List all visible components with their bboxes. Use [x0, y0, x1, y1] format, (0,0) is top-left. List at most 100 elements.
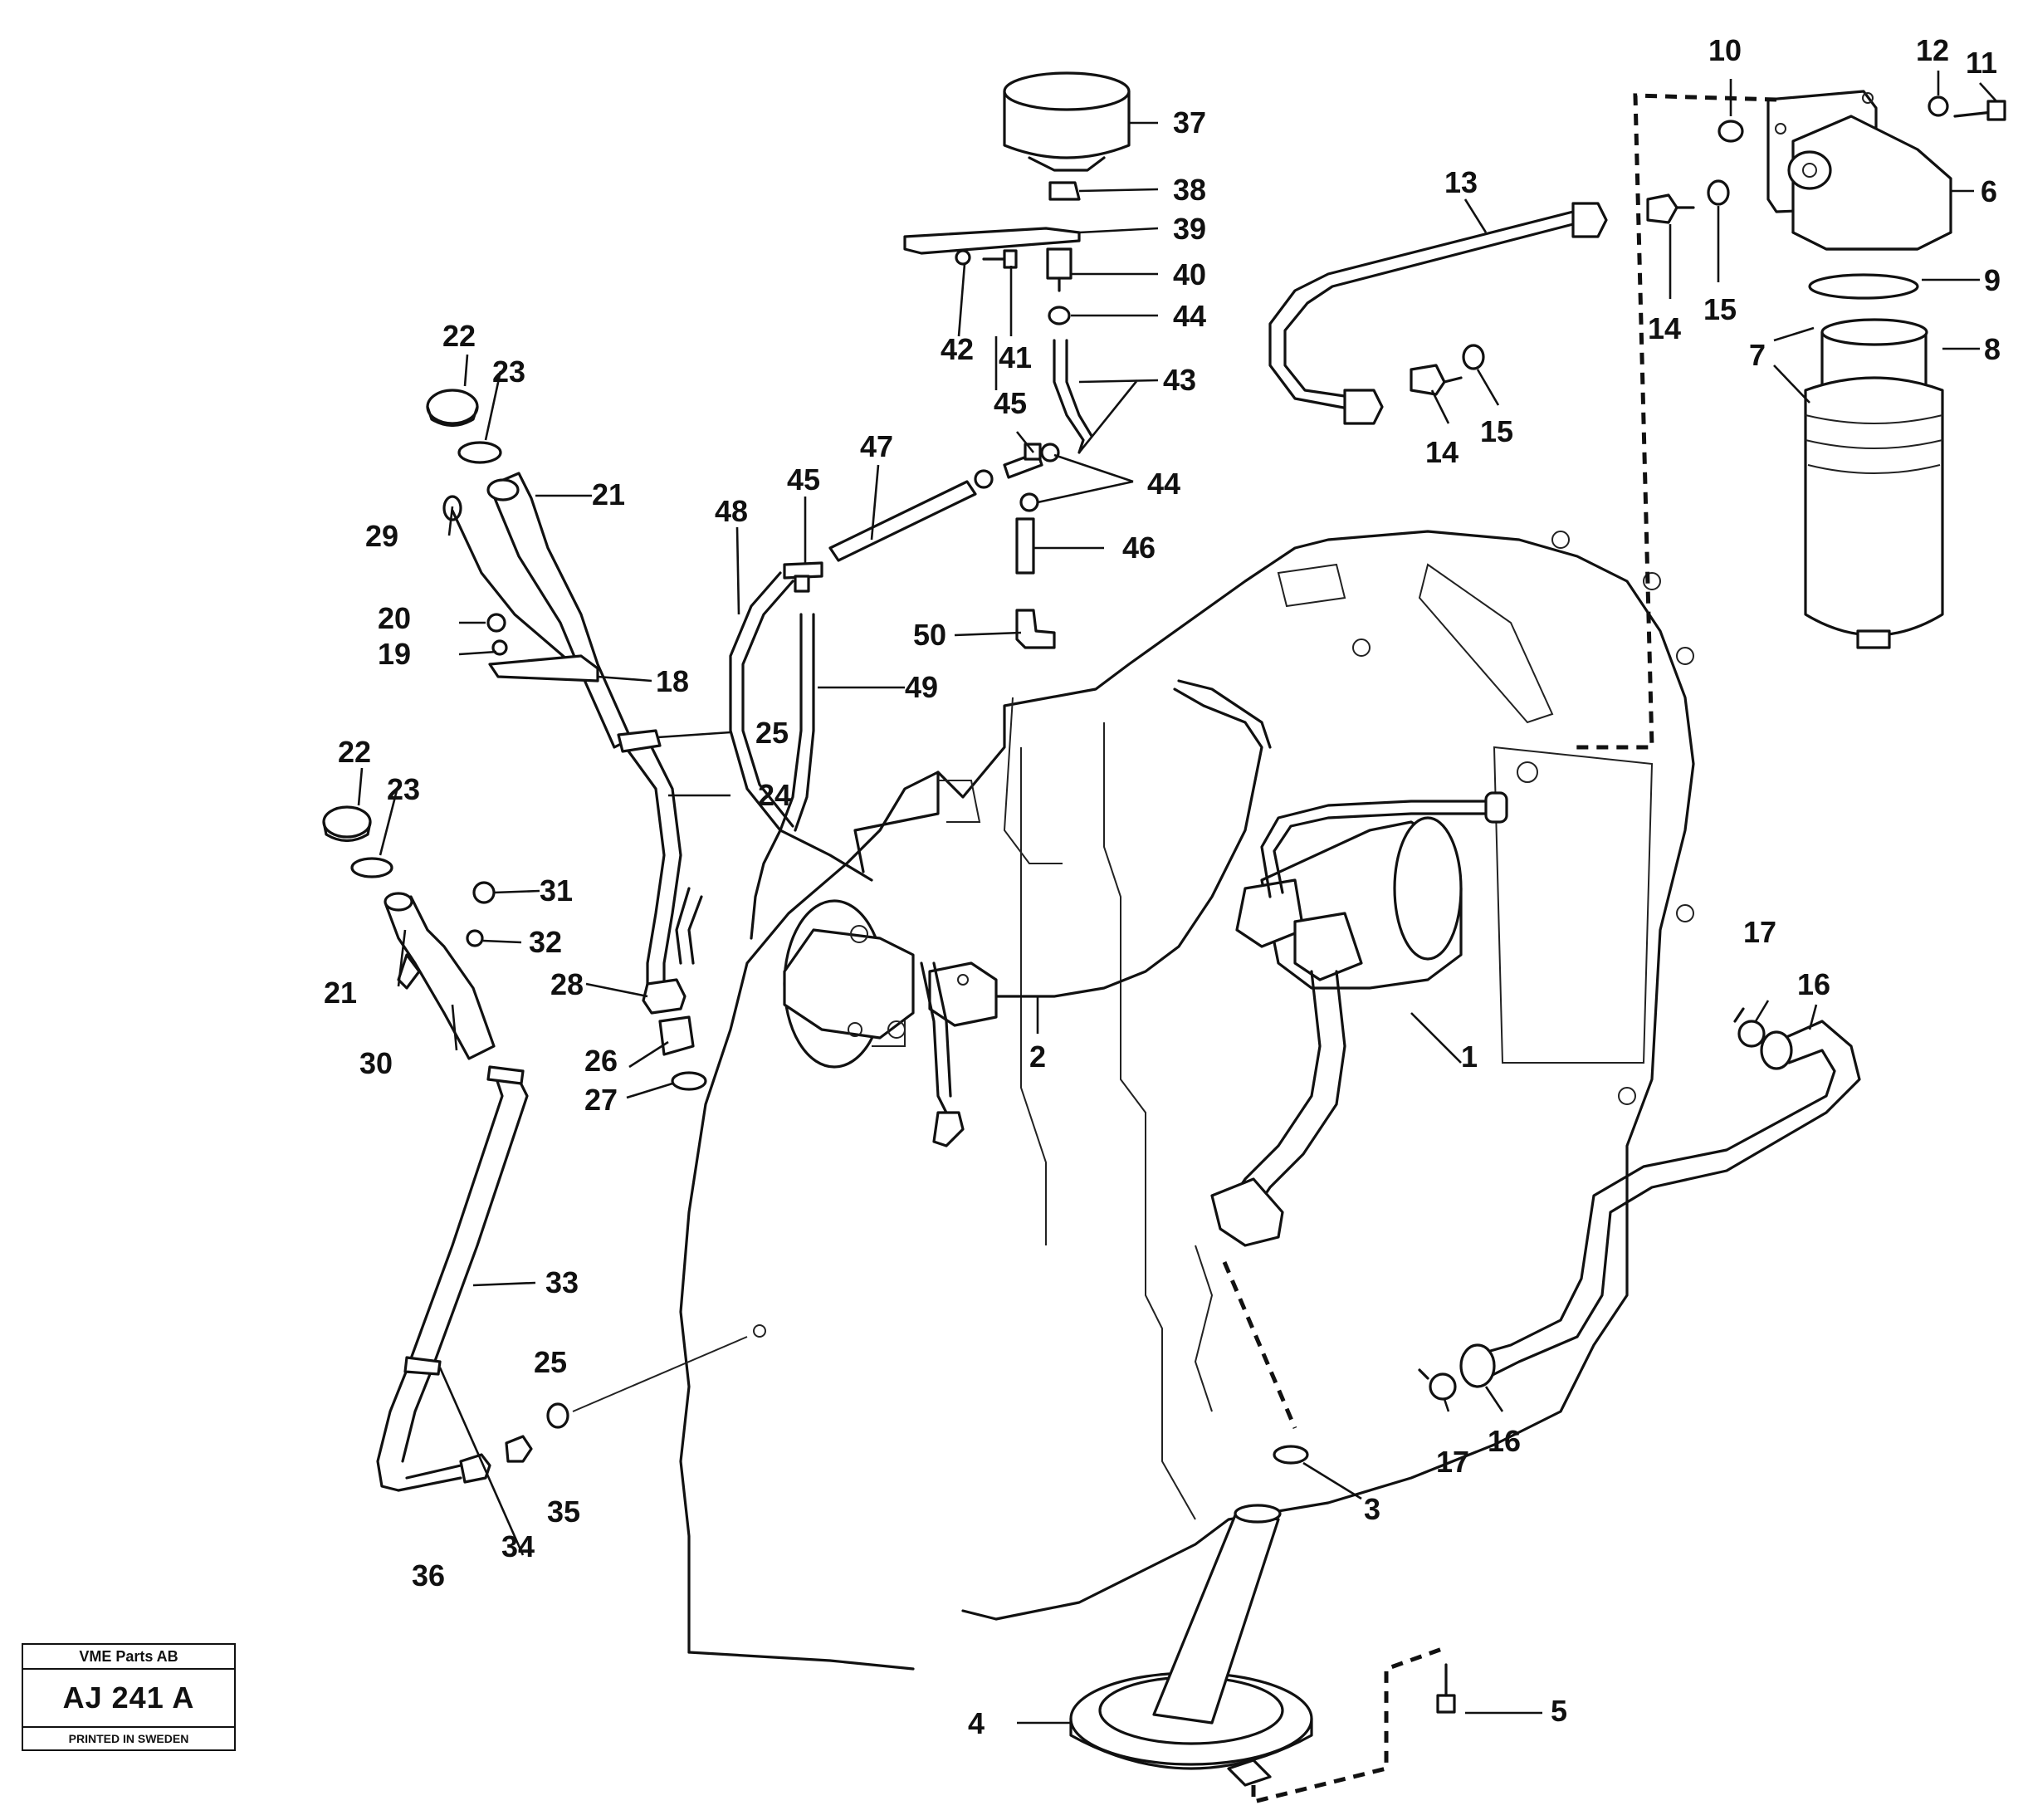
- callout-labels: 1 2 3 4 5 6 7 8 9 10 11 12 13 14 14 15 1…: [324, 33, 2001, 1740]
- callout-20: 20: [378, 601, 411, 635]
- washer-27: [671, 1071, 707, 1091]
- output-flange: [783, 899, 915, 1069]
- callout-25-lower: 25: [534, 1345, 567, 1379]
- callout-22-lower: 22: [338, 735, 371, 769]
- suction-assembly-dashed: [1222, 1261, 1297, 1429]
- nut-28: [642, 978, 687, 1015]
- callout-5: 5: [1551, 1694, 1567, 1728]
- callout-24: 24: [758, 778, 791, 812]
- clamp-17-upper: [1733, 1007, 1766, 1048]
- plug-31: [472, 881, 496, 904]
- callout-38: 38: [1173, 173, 1206, 207]
- callout-17-lower: 17: [1436, 1445, 1469, 1479]
- fitting-34: [505, 1435, 533, 1463]
- clamp-44-a: [1040, 443, 1060, 462]
- callout-8: 8: [1984, 332, 2001, 366]
- washer-10: [1717, 120, 1744, 143]
- callout-16-upper: 16: [1797, 967, 1830, 1001]
- callout-40: 40: [1173, 257, 1206, 291]
- callout-33: 33: [545, 1265, 579, 1299]
- callout-1: 1: [1461, 1040, 1478, 1074]
- cap-22-upper: [426, 389, 479, 428]
- pipe-33: [376, 1069, 504, 1492]
- hose-49: [750, 613, 803, 940]
- hose-16: [1484, 1020, 1861, 1380]
- seal-23-lower: [350, 857, 393, 878]
- breather-37: [1003, 71, 1131, 172]
- callout-14-lower: 14: [1425, 435, 1459, 469]
- callout-18: 18: [656, 664, 689, 698]
- seal-ring-9: [1808, 273, 1919, 300]
- callout-23-upper: 23: [492, 355, 525, 389]
- tee-45-upper: [1003, 443, 1043, 479]
- washer-19: [491, 639, 508, 656]
- fitting-14-lower: [1410, 364, 1463, 396]
- filter-link-dashed: [1569, 93, 1777, 750]
- callout-48: 48: [715, 494, 748, 528]
- callout-47: 47: [860, 429, 893, 463]
- clamp-44-c: [1019, 492, 1039, 512]
- callout-28: 28: [550, 967, 584, 1001]
- callout-41: 41: [999, 340, 1032, 374]
- callout-42: 42: [941, 332, 974, 366]
- tube-2: [928, 679, 1272, 1027]
- dipstick-29: [451, 509, 574, 666]
- hose-47: [828, 480, 977, 562]
- pipe-13: [1268, 202, 1608, 425]
- hose-46: [1015, 517, 1035, 575]
- cap-22-lower: [322, 805, 372, 843]
- washer-15-top: [1707, 179, 1730, 206]
- callout-29: 29: [365, 519, 398, 553]
- bracket-39: [903, 227, 1081, 266]
- callout-50: 50: [913, 618, 946, 652]
- stamp-company: VME Parts AB: [23, 1645, 234, 1670]
- fitting-14-top: [1646, 193, 1695, 224]
- callout-6: 6: [1981, 174, 1997, 208]
- callout-2: 2: [1029, 1040, 1046, 1074]
- transmission-housing: [679, 530, 1695, 1671]
- tee-45-lower: [783, 561, 823, 593]
- callout-17-upper: 17: [1743, 915, 1776, 949]
- clamp-17-lower: [1418, 1368, 1457, 1401]
- callout-14-top: 14: [1648, 311, 1681, 345]
- callout-45-upper: 45: [994, 386, 1027, 420]
- title-stamp: VME Parts AB AJ 241 A PRINTED IN SWEDEN: [22, 1643, 236, 1751]
- bolt-5: [1436, 1663, 1456, 1714]
- callout-44-top: 44: [1173, 299, 1206, 333]
- bracket-18: [488, 654, 599, 682]
- oil-pump: [1210, 791, 1508, 1247]
- callout-15-top: 15: [1703, 292, 1737, 326]
- callout-45-lower: 45: [787, 462, 820, 497]
- callout-34: 34: [501, 1529, 535, 1563]
- callout-46: 46: [1122, 531, 1156, 565]
- o-ring-3: [1273, 1445, 1309, 1465]
- adapter-26: [658, 1015, 695, 1056]
- clamp-upper-33: [486, 1065, 525, 1085]
- callout-37: 37: [1173, 105, 1206, 139]
- callout-43: 43: [1163, 363, 1196, 397]
- callout-31: 31: [540, 873, 573, 908]
- callout-26: 26: [584, 1044, 618, 1078]
- hose-24: [621, 741, 666, 998]
- bolt-11: [1953, 100, 2006, 121]
- callout-9: 9: [1984, 263, 2001, 297]
- callout-12: 12: [1916, 33, 1949, 67]
- clamp-25-lower: [403, 1356, 442, 1376]
- fitting-40: [1046, 247, 1073, 292]
- callout-30: 30: [359, 1046, 393, 1080]
- callout-22-upper: 22: [442, 319, 476, 353]
- callout-10: 10: [1708, 33, 1742, 67]
- stamp-code: AJ 241 A: [23, 1670, 234, 1728]
- callout-36: 36: [412, 1558, 445, 1592]
- callout-21-lower: 21: [324, 976, 357, 1010]
- seal-23-upper: [457, 441, 502, 464]
- hose-48: [729, 571, 873, 882]
- filter-head-6: [1766, 90, 1952, 251]
- callout-32: 32: [529, 925, 562, 959]
- callout-13: 13: [1444, 165, 1478, 199]
- callout-19: 19: [378, 637, 411, 671]
- nut-20: [486, 613, 506, 633]
- callout-23-lower: 23: [387, 772, 420, 806]
- elbow-50: [1015, 609, 1056, 649]
